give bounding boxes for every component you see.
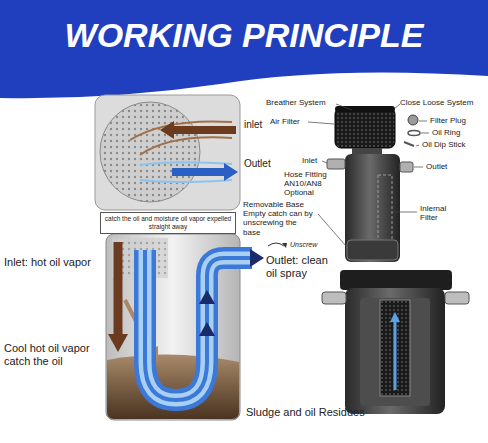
- leader-line: [394, 104, 400, 109]
- leader-line: [416, 145, 419, 146]
- leader-line: [419, 121, 427, 122]
- note-box: catch the oil and moisture oil vapor exp…: [100, 212, 236, 234]
- title-banner: [0, 0, 488, 98]
- label-text: Close Loose System: [400, 98, 473, 107]
- label-text: Cool hot oil vapor catch the oil: [4, 342, 104, 367]
- label-text: Oil Ring: [432, 128, 460, 137]
- filter-plug: [408, 115, 418, 125]
- label-text: Filter Plug: [430, 116, 466, 125]
- dip-stick: [404, 142, 414, 146]
- note-text: catch the oil and moisture oil vapor exp…: [104, 215, 232, 231]
- leader-line: [393, 212, 417, 213]
- top-view-filter: [100, 102, 200, 202]
- cutaway-interior: [360, 298, 430, 406]
- vapor-down-arrow: [114, 242, 123, 336]
- label-text: Outlet: [244, 158, 271, 170]
- cutaway-body: [345, 288, 445, 414]
- cutaway-cap: [340, 270, 452, 290]
- label-text: Hose Fitting AN10/AN8 Optional: [284, 170, 338, 198]
- top-view-housing: [95, 95, 240, 210]
- removable-base: [347, 240, 398, 260]
- title-text: WORKING PRINCIPLE: [0, 16, 488, 55]
- cutaway-fitting: [322, 292, 346, 304]
- leader-line: [308, 122, 334, 124]
- oil-ring: [408, 131, 420, 136]
- leader-line: [421, 133, 429, 134]
- internal-filter: [378, 175, 392, 245]
- leader-line: [414, 167, 423, 168]
- label-text: Air Filter: [270, 117, 300, 126]
- label-text: Outlet: clean oil spray: [266, 254, 338, 279]
- leader-line: [336, 104, 352, 110]
- leader-line: [322, 161, 327, 163]
- cutaway-flow: [394, 320, 397, 390]
- outlet-fitting: [400, 162, 413, 172]
- label-text: Unscrew: [290, 241, 317, 249]
- up-arrowhead: [199, 322, 215, 336]
- outlet-arrowhead: [250, 249, 264, 267]
- label-text: Inlernal Filter: [420, 204, 464, 222]
- outlet-arrowhead: [224, 163, 238, 181]
- leader-line: [318, 214, 346, 246]
- unscrew-arrowhead: [282, 243, 287, 248]
- label-text: Breather System: [266, 98, 326, 107]
- label-text: Outlet: [426, 162, 447, 171]
- outlet-arrow: [172, 168, 224, 176]
- up-arrowhead: [199, 290, 215, 304]
- inlet-fitting: [327, 159, 345, 169]
- inlet-arrow: [172, 126, 236, 134]
- flow-tube: [145, 250, 252, 400]
- label-text: Oil Dip Stick: [422, 140, 466, 149]
- cutaway-filter: [380, 300, 410, 396]
- label-text: Removable Base Empty catch can by unscre…: [243, 200, 315, 237]
- air-filter: [335, 108, 395, 148]
- label-text: Inlet: [302, 156, 317, 165]
- inlet-arrowhead: [160, 121, 174, 139]
- label-text: inlet: [244, 119, 262, 131]
- cutaway-flow-head: [390, 312, 400, 322]
- flow-tube: [145, 250, 252, 400]
- filter-neck: [352, 148, 382, 154]
- clean-streak: [140, 162, 232, 182]
- vapor-down-arrowhead: [108, 334, 128, 352]
- flow-tube: [145, 250, 252, 400]
- cutaway-fitting: [445, 292, 469, 304]
- can-body: [345, 154, 400, 262]
- unscrew-arrow: [268, 243, 284, 246]
- label-text: Sludge and oil Residues: [246, 406, 365, 419]
- label-text: Inlet: hot oil vapor: [4, 256, 91, 269]
